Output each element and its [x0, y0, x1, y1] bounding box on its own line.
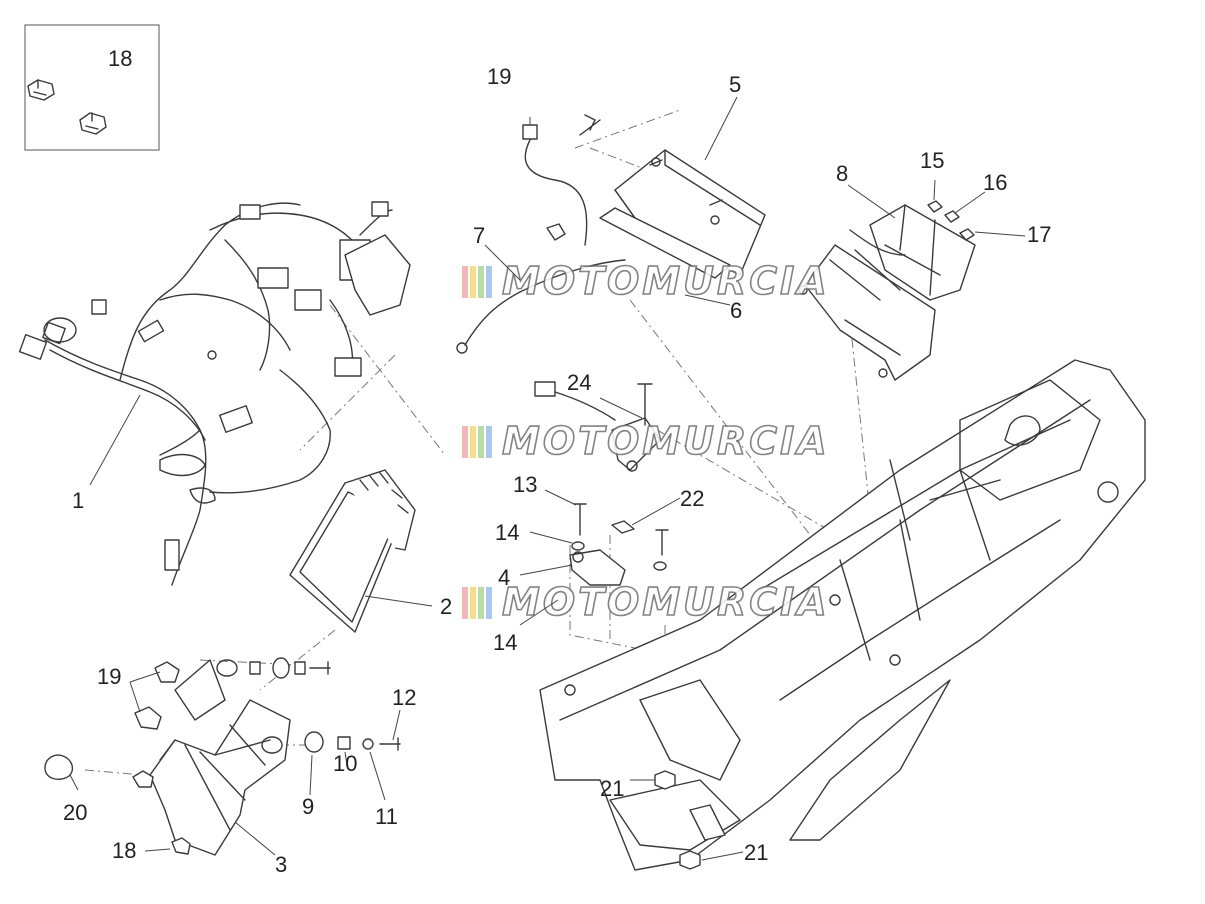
- callout-9: 9: [302, 794, 314, 819]
- callout-21-lower: 21: [744, 840, 768, 865]
- callout-16: 16: [983, 170, 1007, 195]
- watermark-stripe: [478, 266, 484, 298]
- battery-cable-negative: [522, 114, 601, 246]
- spacer-10: [337, 736, 351, 750]
- inset-box: [24, 24, 160, 151]
- callout-12: 12: [392, 685, 416, 710]
- callout-18: 18: [112, 838, 136, 863]
- fuse-16: [944, 210, 960, 223]
- battery-pad: [599, 207, 731, 279]
- watermark-stripe: [486, 266, 492, 298]
- watermark-stripe: [478, 426, 484, 458]
- watermark-stripe: [462, 587, 468, 619]
- screw-12: [379, 737, 401, 751]
- callout-13: 13: [513, 472, 537, 497]
- watermark-group: MOTOMURCIA MOTOMURCIA MOTOMURCIA: [462, 258, 830, 625]
- nut-21-lower: [679, 850, 701, 870]
- fuse-15: [927, 200, 943, 213]
- callout-2: 2: [440, 594, 452, 619]
- grommet-9: [304, 731, 324, 753]
- watermark-stripe: [470, 266, 476, 298]
- watermark-stripe: [462, 426, 468, 458]
- watermark-stripe: [486, 426, 492, 458]
- callout-5: 5: [729, 72, 741, 97]
- callout-10: 10: [333, 751, 357, 776]
- callout-labels: 18 1 2 3 4 5 6 7 8 9 10 11 12 13 14 14 1…: [63, 46, 1051, 877]
- bracket-4: [569, 549, 626, 586]
- callout-20: 20: [63, 800, 87, 825]
- svg-text:MOTOMURCIA: MOTOMURCIA: [502, 419, 830, 463]
- callout-24: 24: [567, 370, 591, 395]
- battery-cable-positive: [456, 259, 626, 354]
- callout-7: 7: [473, 223, 485, 248]
- bolt-aux: [655, 529, 669, 556]
- watermark-middle: MOTOMURCIA: [462, 418, 830, 464]
- watermark-bottom: MOTOMURCIA: [462, 579, 830, 625]
- sensor-with-lead: [534, 381, 661, 472]
- callout-8: 8: [836, 161, 848, 186]
- relay-holder: [798, 244, 936, 381]
- svg-text:MOTOMURCIA: MOTOMURCIA: [502, 580, 830, 624]
- fastener-stack-lower: [304, 731, 401, 753]
- watermark-stripe: [470, 587, 476, 619]
- fuse-17: [959, 228, 975, 241]
- callout-21-upper: 21: [600, 776, 624, 801]
- svg-text:MOTOMURCIA: MOTOMURCIA: [502, 259, 830, 303]
- watermark-stripe: [470, 426, 476, 458]
- bolt-24: [637, 383, 653, 426]
- ecu-unit: [289, 469, 416, 633]
- callout-17: 17: [1027, 222, 1051, 247]
- callout-6: 6: [730, 298, 742, 323]
- callout-19-upper: 19: [487, 64, 511, 89]
- rear-subframe: [539, 359, 1146, 871]
- watermark-stripe: [486, 587, 492, 619]
- clip-part-18-inset-a: [27, 79, 55, 101]
- callout-1: 1: [72, 488, 84, 513]
- clip-part-18-inset-b: [79, 112, 107, 135]
- nut-22: [611, 520, 635, 534]
- bracket-tray: [44, 659, 291, 856]
- watermark-stripe: [462, 266, 468, 298]
- callout-22: 22: [680, 486, 704, 511]
- nut-21-upper: [654, 770, 676, 790]
- leader-lines: [69, 96, 1026, 861]
- callout-4: 4: [498, 565, 510, 590]
- callout-14-upper: 14: [495, 520, 519, 545]
- callout-19-lower: 19: [97, 664, 121, 689]
- bolt-13: [573, 503, 587, 536]
- callout-14-lower: 14: [493, 630, 517, 655]
- washer-11: [362, 738, 374, 750]
- relay-module: [849, 204, 976, 301]
- washers-14: [571, 541, 667, 571]
- wiring-harness: [18, 201, 411, 586]
- fastener-stack-upper: [249, 657, 331, 679]
- callout-11: 11: [375, 804, 398, 829]
- callout-18-inset: 18: [108, 46, 132, 71]
- callout-15: 15: [920, 148, 944, 173]
- watermark-top: MOTOMURCIA: [462, 258, 830, 304]
- callout-3: 3: [275, 852, 287, 877]
- watermark-stripe: [478, 587, 484, 619]
